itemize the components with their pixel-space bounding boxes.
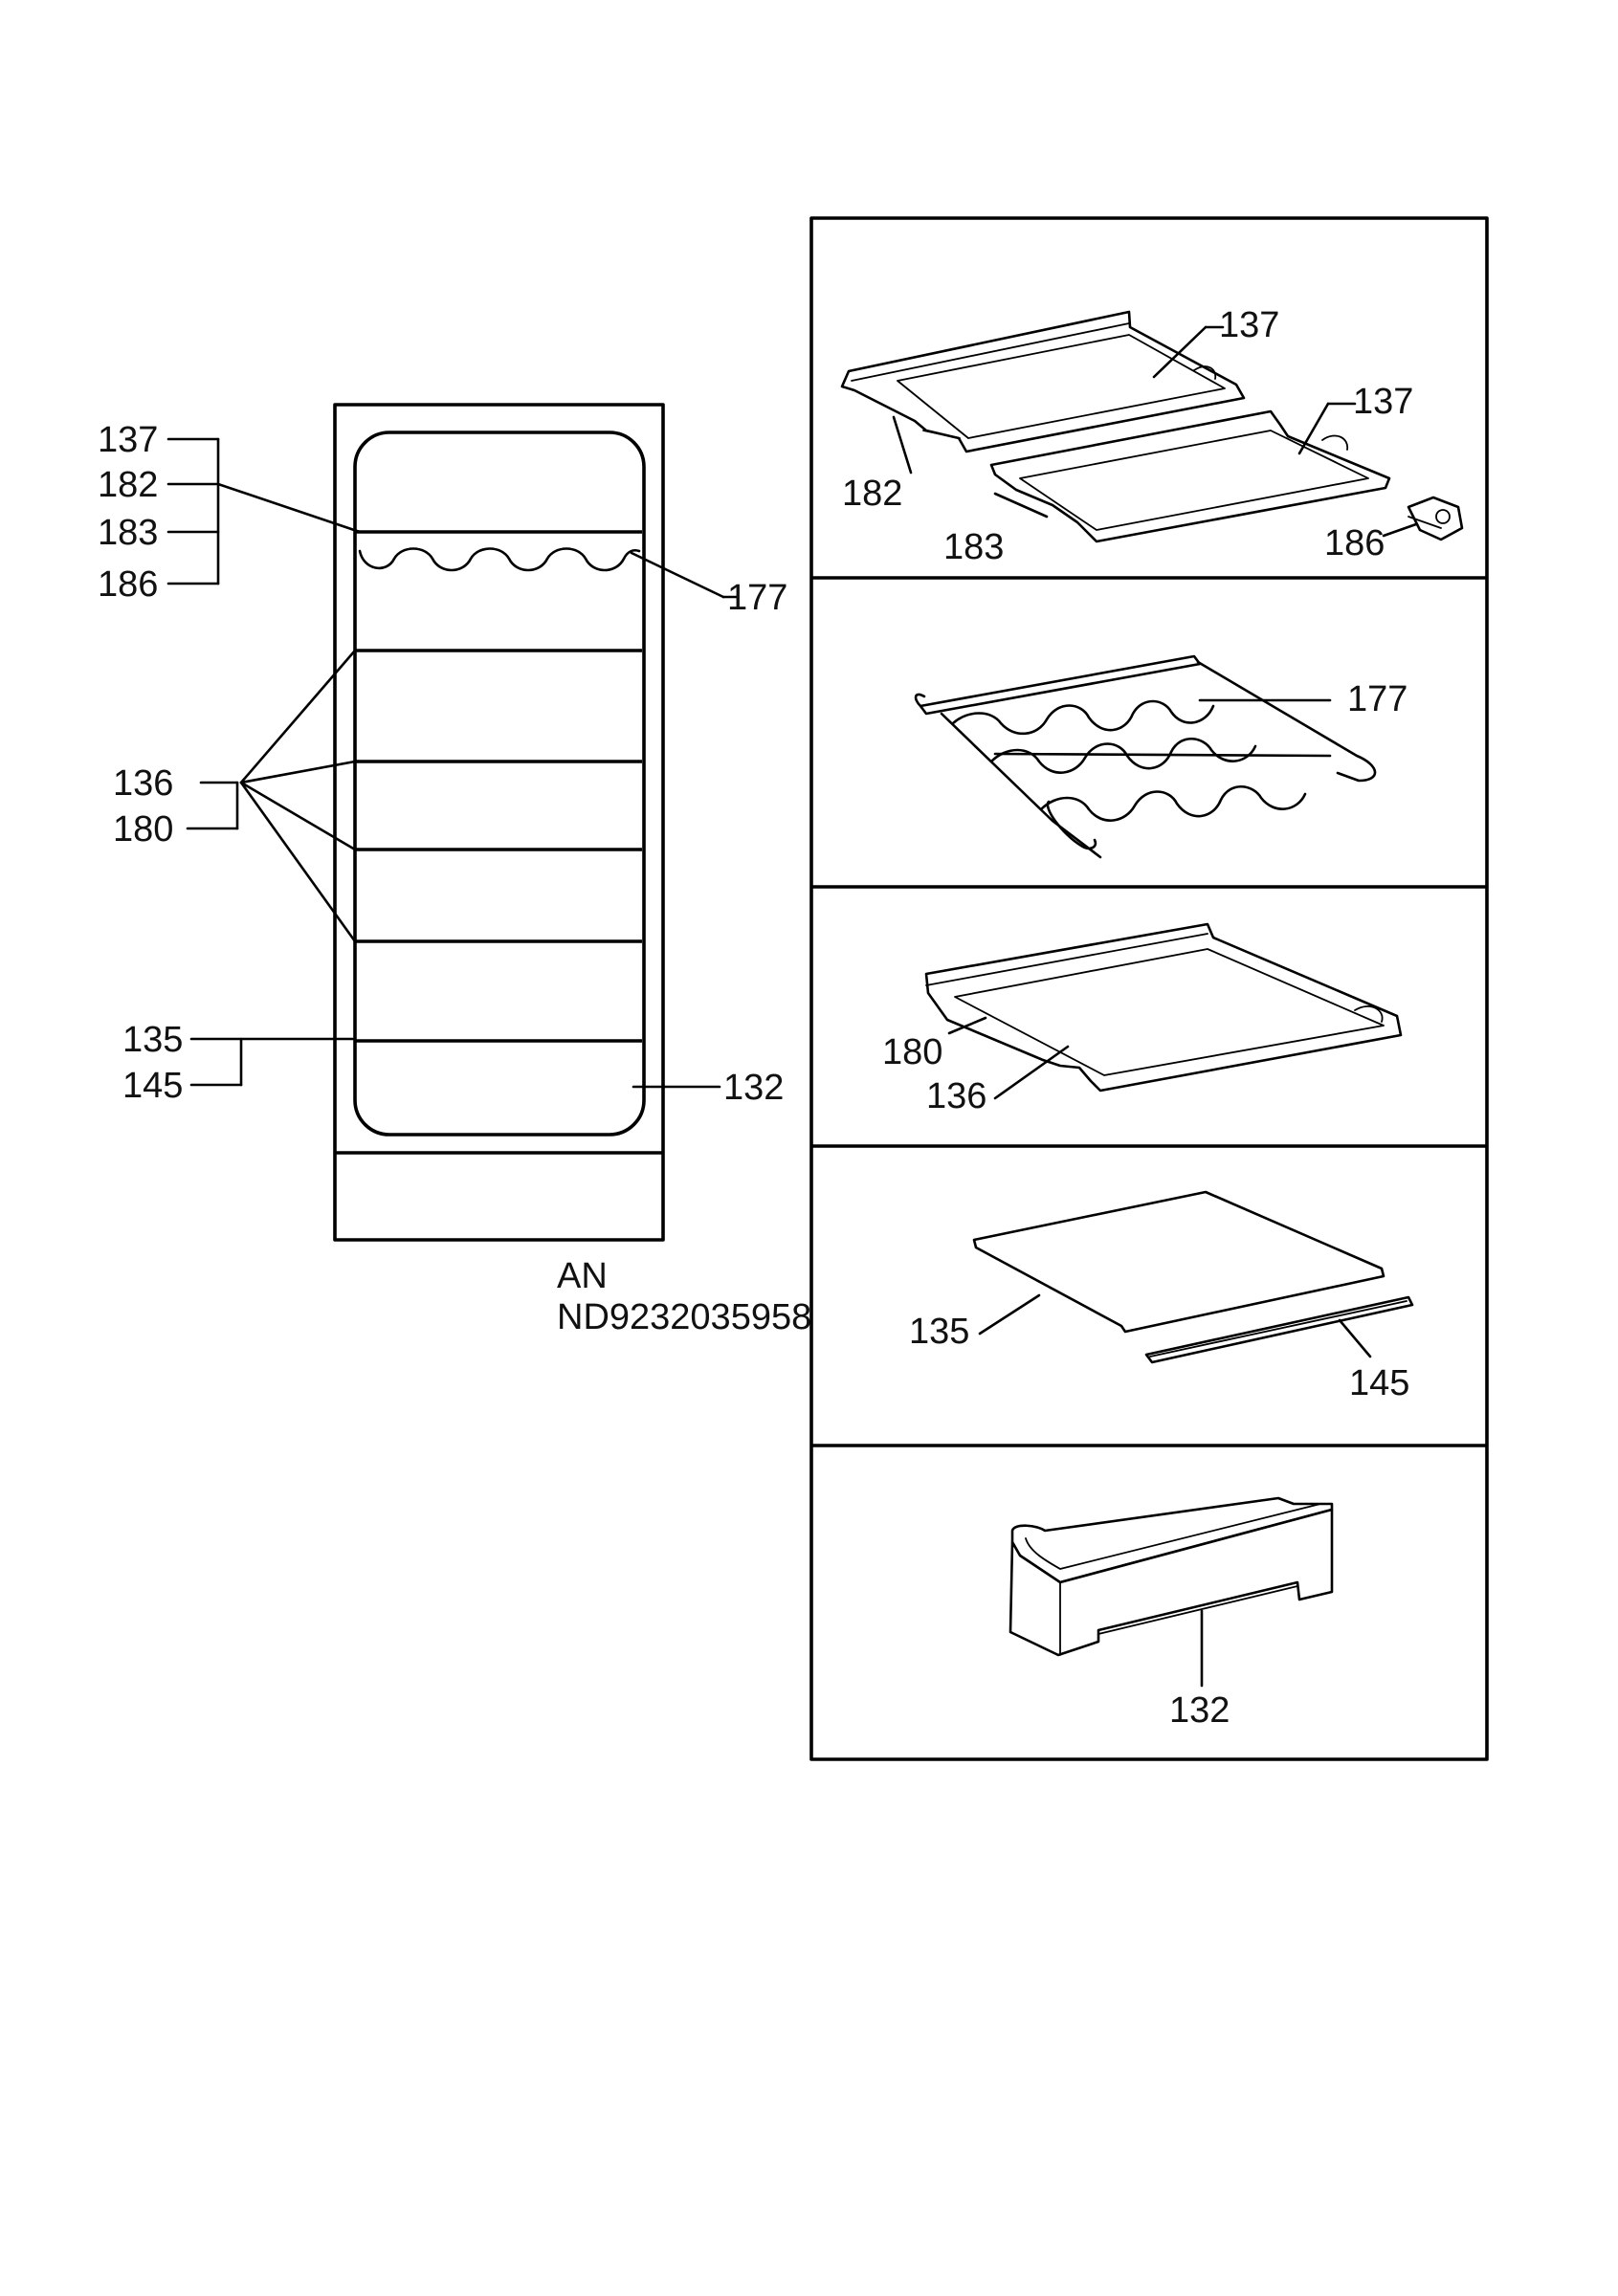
panel3-label-136: 136 [926, 1076, 986, 1116]
leader-135-145 [189, 1037, 357, 1087]
glass-137-lower [1019, 430, 1369, 531]
label-132: 132 [723, 1068, 784, 1108]
label-177: 177 [727, 578, 787, 618]
label-182: 182 [98, 465, 158, 505]
cabinet-inner-liner [353, 430, 646, 1137]
panel-glass-135: 135 145 [909, 1190, 1414, 1403]
leader-fan-136-180 [186, 649, 357, 943]
panel1-label-137a: 137 [1219, 305, 1279, 345]
panel-shelf-set: 137 137 182 183 186 [840, 305, 1464, 567]
panel4-label-145: 145 [1349, 1363, 1409, 1403]
panel-wine-rack: 177 [914, 654, 1407, 859]
parts-panel-frame [809, 216, 1489, 1761]
glass-136 [954, 948, 1385, 1076]
leader-177 [630, 551, 739, 599]
panel1-label-186: 186 [1324, 523, 1385, 563]
wine-rack-177 [919, 654, 1202, 716]
shelf-frame-180 [924, 922, 1403, 1093]
tray-132-body [1008, 1508, 1334, 1657]
caption-part-number: ND9232035958 [557, 1297, 811, 1337]
glass-137-top [897, 334, 1226, 439]
glass-plate-135 [972, 1190, 1385, 1334]
label-180: 180 [113, 809, 173, 850]
panel1-label-182: 182 [842, 474, 902, 514]
bracket-top-leaders [166, 437, 362, 585]
clip-186 [1407, 496, 1464, 541]
panel3-label-180: 180 [882, 1032, 942, 1072]
panel-shelf-136: 180 136 [882, 922, 1403, 1116]
shelf-183 [989, 409, 1391, 543]
label-186: 186 [98, 564, 158, 605]
cabinet-outline [333, 403, 665, 1242]
panel5-label-132: 132 [1169, 1690, 1230, 1731]
label-183: 183 [98, 513, 158, 553]
label-145: 145 [122, 1066, 183, 1106]
caption-an: AN [557, 1256, 608, 1296]
panel1-label-183: 183 [943, 527, 1004, 567]
cabinet-overview: 137 182 183 186 177 136 180 135 145 132 … [98, 403, 811, 1337]
label-136: 136 [113, 763, 173, 804]
wine-rack-wave [358, 547, 641, 572]
label-137: 137 [98, 420, 158, 460]
panel1-label-137b: 137 [1353, 382, 1413, 422]
panel4-label-135: 135 [909, 1312, 969, 1352]
panel2-label-177: 177 [1347, 679, 1407, 719]
label-135: 135 [122, 1020, 183, 1060]
panel-tray-132: 132 [1008, 1496, 1334, 1731]
